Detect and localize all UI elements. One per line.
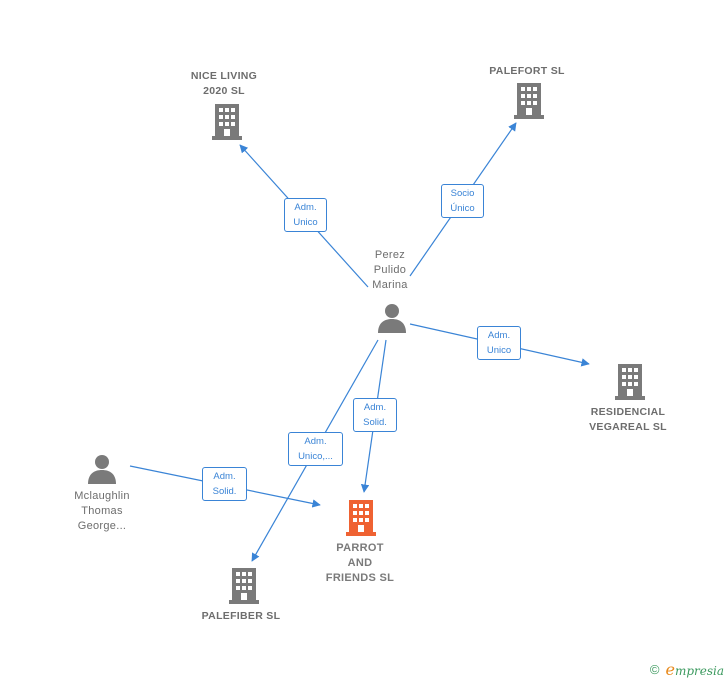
edge-label-perez-to-parrot: Adm. Solid.	[353, 398, 397, 432]
person-icon[interactable]	[88, 455, 116, 484]
node-label-perez[interactable]: Perez Pulido Marina	[372, 249, 408, 291]
node-label-residencial[interactable]: RESIDENCIAL VEGAREAL SL	[589, 406, 667, 433]
node-label-parrot[interactable]: PARROT AND FRIENDS SL	[325, 542, 395, 584]
edge-label-mclaughlin-to-parrot: Adm. Solid.	[202, 467, 247, 501]
edge-label-to-palefiber: Adm. Unico,...	[288, 432, 343, 466]
copyright-icon: ©	[649, 662, 660, 677]
node-label-nice-living[interactable]: NICE LIVING 2020 SL	[190, 70, 258, 97]
building-icon-highlight[interactable]	[346, 500, 376, 536]
edge-label-to-residencial: Adm. Unico	[477, 326, 521, 360]
building-icon[interactable]	[615, 364, 645, 400]
person-icon[interactable]	[378, 304, 406, 333]
node-label-palefiber[interactable]: PALEFIBER SL	[201, 610, 281, 622]
brand-name: mpresia	[674, 664, 724, 678]
building-icon[interactable]	[212, 104, 242, 140]
edge-label-to-nice-living: Adm. Unico	[284, 198, 327, 232]
node-label-mclaughlin[interactable]: Mclaughlin Thomas George...	[74, 490, 130, 532]
building-icon[interactable]	[514, 83, 544, 119]
brand-watermark: © empresia	[650, 660, 724, 679]
node-label-palefort[interactable]: PALEFORT SL	[489, 65, 565, 77]
building-icon[interactable]	[229, 568, 259, 604]
edge-label-to-palefort: Socio Único	[441, 184, 484, 218]
brand-logo-initial: e	[665, 660, 675, 679]
